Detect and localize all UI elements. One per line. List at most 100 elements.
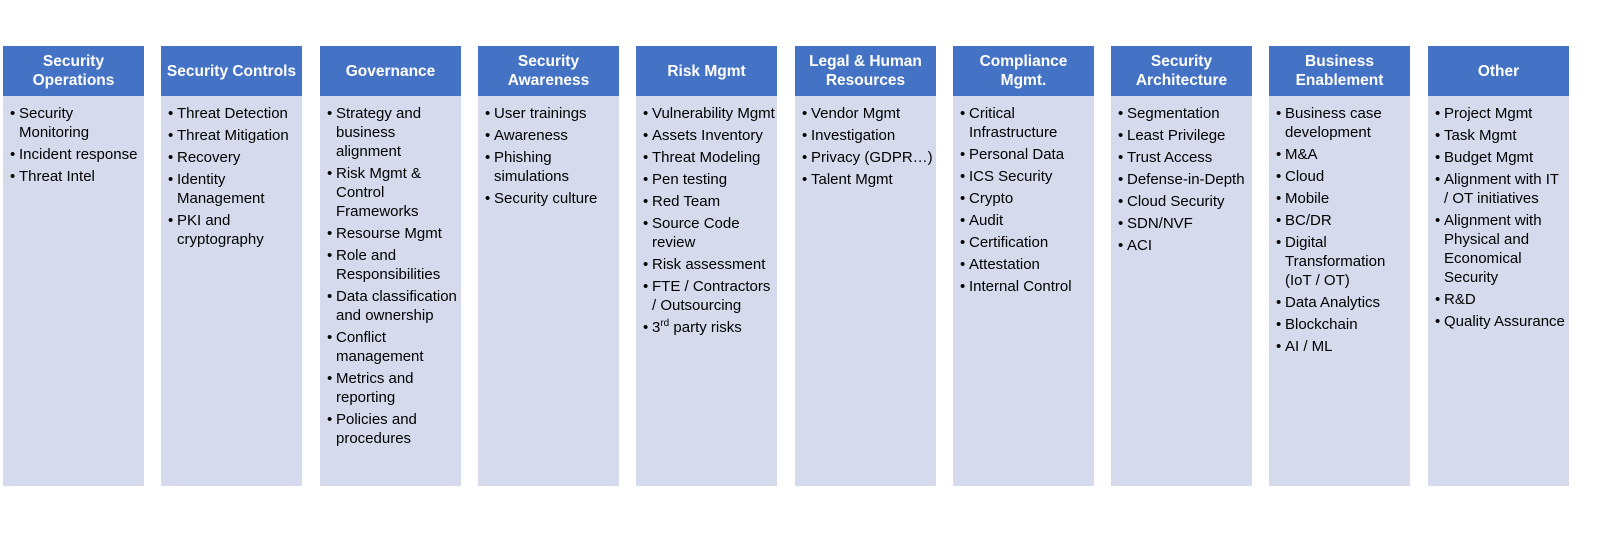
list-item: •User trainings [485, 104, 617, 123]
item-text: Data classification and ownership [336, 288, 457, 324]
list-item: •Phishing simulations [485, 148, 617, 186]
list-item: •Identity Management [168, 170, 300, 208]
list-item: •Least Privilege [1118, 126, 1250, 145]
column-header: Security Operations [3, 46, 144, 96]
item-text: Defense-in-Depth [1127, 171, 1245, 188]
bullet-icon: • [643, 319, 649, 336]
item-list: •User trainings•Awareness•Phishing simul… [478, 96, 619, 208]
bullet-icon: • [485, 149, 491, 166]
item-text: Risk assessment [652, 256, 766, 273]
bullet-icon: • [1276, 338, 1282, 355]
bullet-icon: • [1118, 193, 1124, 210]
item-text: R&D [1444, 291, 1476, 308]
list-item: •Digital Transformation (IoT / OT) [1276, 233, 1408, 290]
bullet-icon: • [1276, 190, 1282, 207]
list-item: •Attestation [960, 255, 1092, 274]
item-text: Resourse Mgmt [336, 225, 442, 242]
item-text: Business case development [1285, 105, 1382, 141]
item-text: Assets Inventory [652, 127, 763, 144]
list-item: •SDN/NVF [1118, 214, 1250, 233]
list-item: •M&A [1276, 145, 1408, 164]
item-text: Identity Management [177, 171, 265, 207]
list-item: •Business case development [1276, 104, 1408, 142]
list-item: •AI / ML [1276, 337, 1408, 356]
item-text: M&A [1285, 146, 1318, 163]
bullet-icon: • [1276, 212, 1282, 229]
list-item: •Cloud Security [1118, 192, 1250, 211]
list-item: •Pen testing [643, 170, 775, 189]
bullet-icon: • [960, 146, 966, 163]
list-item: •BC/DR [1276, 211, 1408, 230]
list-item: •Role and Responsibilities [327, 246, 459, 284]
item-text: Red Team [652, 193, 721, 210]
domain-column: Security Operations•Security Monitoring•… [3, 46, 144, 486]
list-item: •ACI [1118, 236, 1250, 255]
list-item: •Certification [960, 233, 1092, 252]
column-header: Legal & Human Resources [795, 46, 936, 96]
bullet-icon: • [168, 105, 174, 122]
domain-column: Risk Mgmt•Vulnerability Mgmt•Assets Inve… [636, 46, 777, 486]
list-item: •FTE / Contractors / Outsourcing [643, 277, 775, 315]
item-text: Threat Intel [19, 168, 95, 185]
list-item: •Privacy (GDPR…) [802, 148, 934, 167]
bullet-icon: • [960, 234, 966, 251]
list-item: •Assets Inventory [643, 126, 775, 145]
bullet-icon: • [1435, 171, 1441, 188]
bullet-icon: • [327, 370, 333, 387]
bullet-icon: • [960, 278, 966, 295]
list-item: •Trust Access [1118, 148, 1250, 167]
bullet-icon: • [1118, 149, 1124, 166]
list-item: •Blockchain [1276, 315, 1408, 334]
bullet-icon: • [643, 215, 649, 232]
item-text: Awareness [494, 127, 568, 144]
domain-column: Security Architecture•Segmentation•Least… [1111, 46, 1252, 486]
item-text: Quality Assurance [1444, 313, 1565, 330]
list-item: •Conflict management [327, 328, 459, 366]
bullet-icon: • [1435, 127, 1441, 144]
item-text: Talent Mgmt [811, 171, 893, 188]
column-header: Security Architecture [1111, 46, 1252, 96]
domain-column: Legal & Human Resources•Vendor Mgmt•Inve… [795, 46, 936, 486]
bullet-icon: • [327, 288, 333, 305]
bullet-icon: • [802, 105, 808, 122]
item-text: Threat Modeling [652, 149, 761, 166]
list-item: •Audit [960, 211, 1092, 230]
item-text: Certification [969, 234, 1049, 251]
list-item: •Alignment with Physical and Economical … [1435, 211, 1567, 287]
item-text: PKI and cryptography [177, 212, 264, 248]
bullet-icon: • [802, 127, 808, 144]
list-item: •Data classification and ownership [327, 287, 459, 325]
domain-column: Security Awareness•User trainings•Awaren… [478, 46, 619, 486]
bullet-icon: • [485, 190, 491, 207]
item-text: Crypto [969, 190, 1014, 207]
item-text: ACI [1127, 237, 1153, 254]
list-item: •Policies and procedures [327, 410, 459, 448]
domain-column: Compliance Mgmt.•Critical Infrastructure… [953, 46, 1094, 486]
bullet-icon: • [1435, 149, 1441, 166]
item-text: Recovery [177, 149, 241, 166]
bullet-icon: • [1435, 291, 1441, 308]
item-list: •Security Monitoring•Incident response•T… [3, 96, 144, 186]
item-text: Risk Mgmt & Control Frameworks [336, 165, 422, 220]
item-text: Security culture [494, 190, 598, 207]
item-text: BC/DR [1285, 212, 1332, 229]
column-header: Risk Mgmt [636, 46, 777, 96]
bullet-icon: • [485, 127, 491, 144]
item-text: ICS Security [969, 168, 1053, 185]
bullet-icon: • [960, 256, 966, 273]
column-header: Compliance Mgmt. [953, 46, 1094, 96]
domain-column: Security Controls•Threat Detection•Threa… [161, 46, 302, 486]
bullet-icon: • [1118, 171, 1124, 188]
list-item: •Security Monitoring [10, 104, 142, 142]
bullet-icon: • [1118, 127, 1124, 144]
list-item: •Project Mgmt [1435, 104, 1567, 123]
column-header: Security Controls [161, 46, 302, 96]
list-item: •Vulnerability Mgmt [643, 104, 775, 123]
list-item: •Threat Detection [168, 104, 300, 123]
list-item: •Threat Intel [10, 167, 142, 186]
item-superscript: rd [660, 318, 670, 329]
column-header: Governance [320, 46, 461, 96]
list-item: •Source Code review [643, 214, 775, 252]
list-item: •Red Team [643, 192, 775, 211]
item-text: FTE / Contractors / Outsourcing [652, 278, 771, 314]
